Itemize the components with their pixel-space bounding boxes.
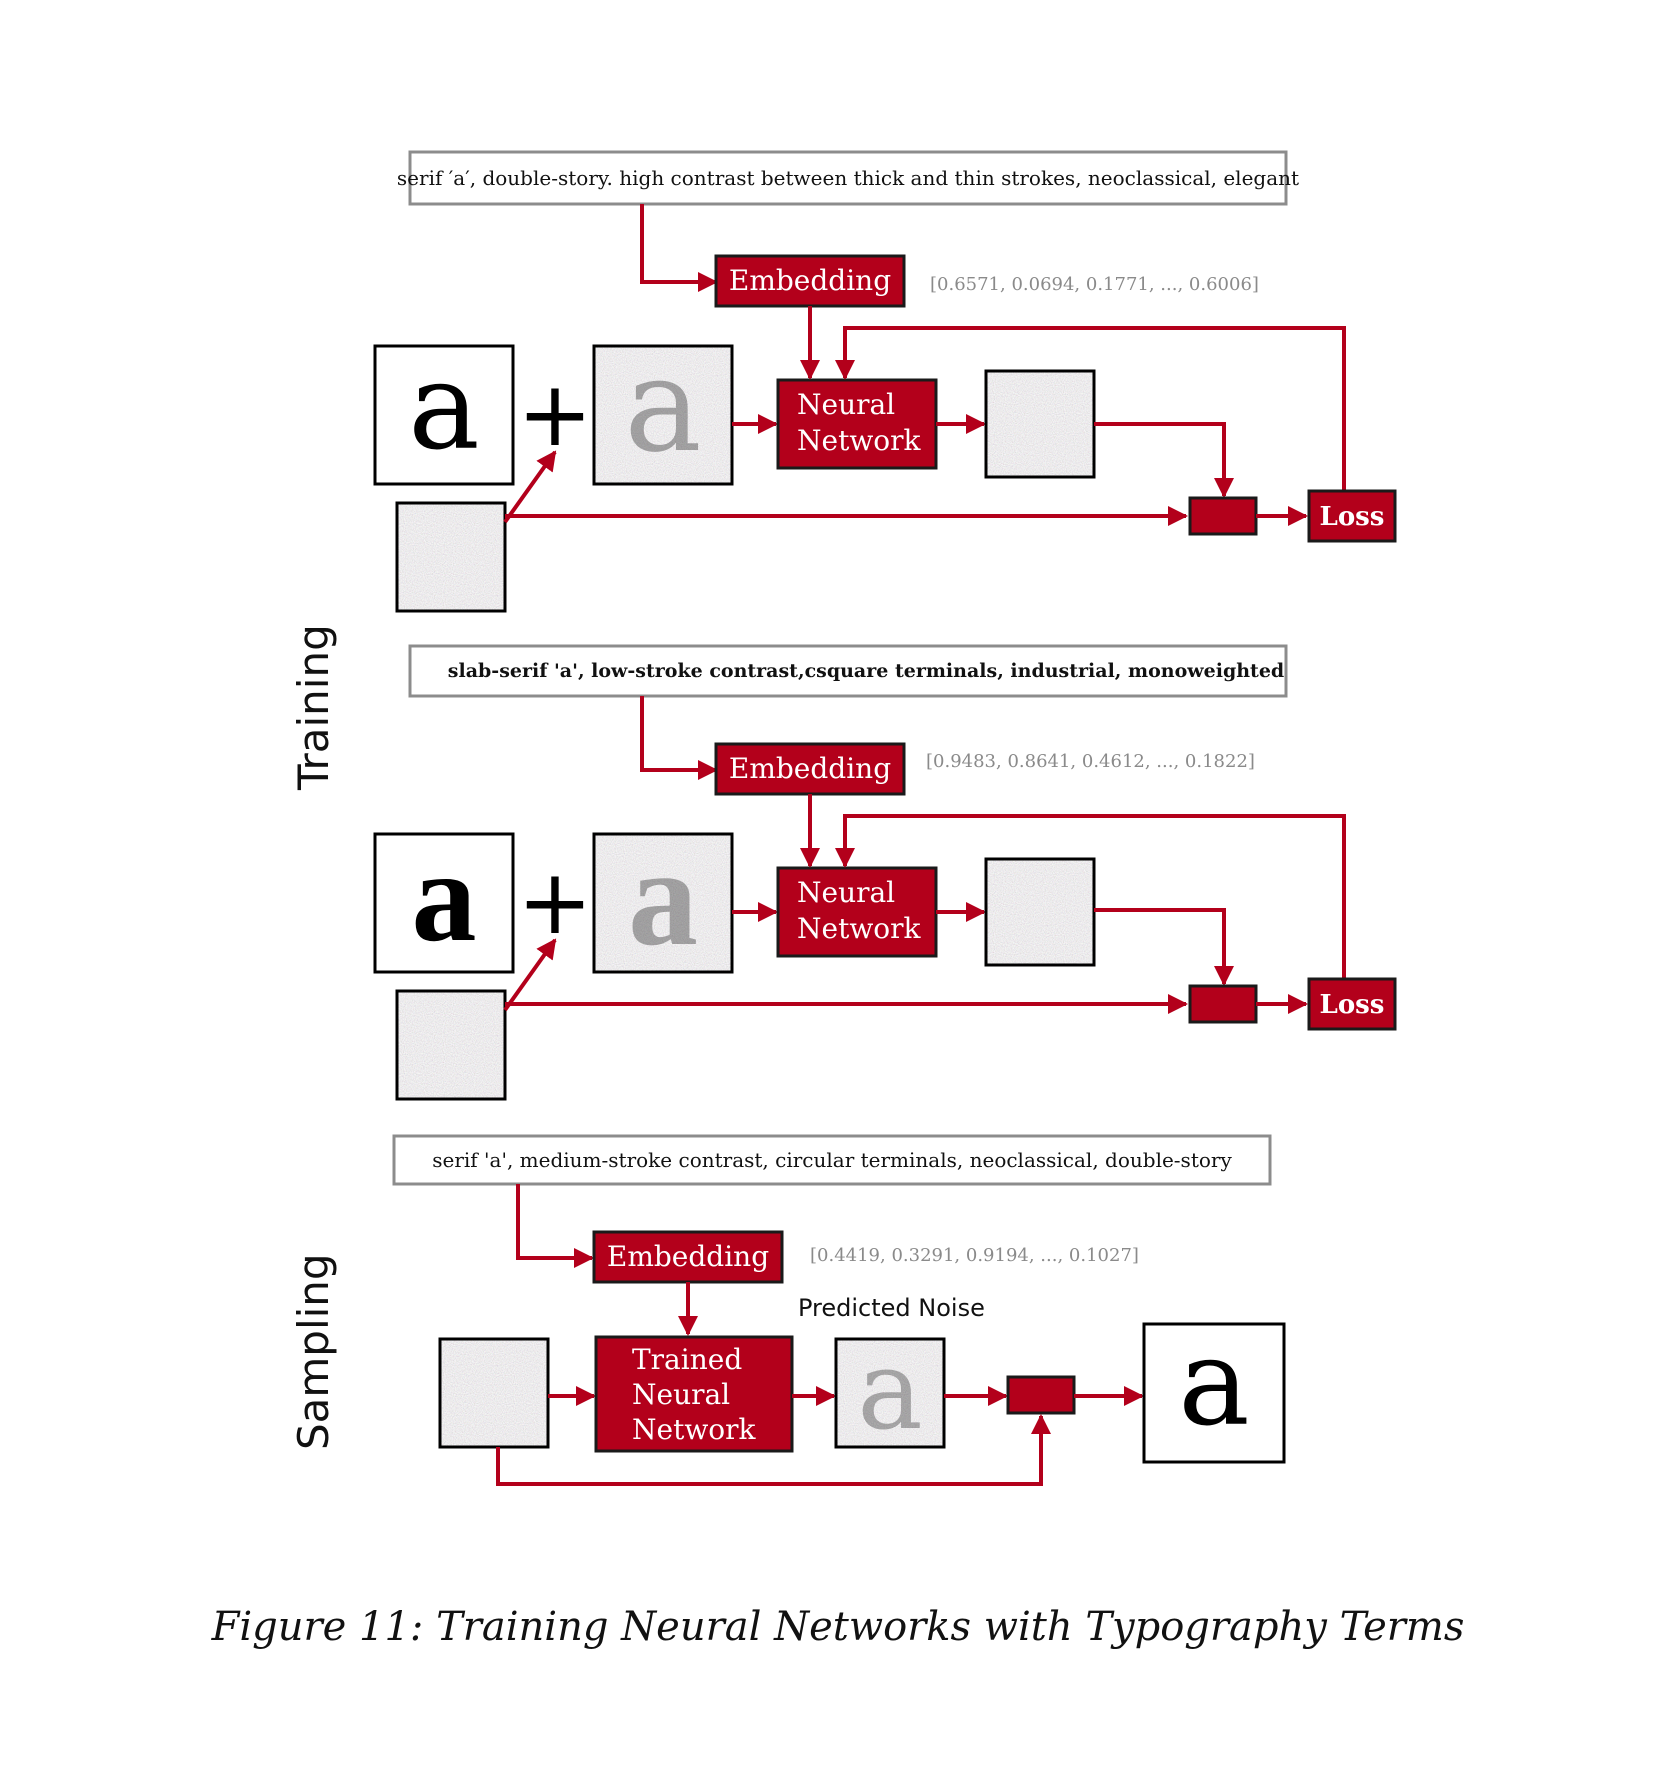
prompt-to-embedding-arrow [640,204,718,292]
prompt-text: serif 'a', medium-stroke contrast, circu… [432,1148,1232,1172]
network-label-line-1: Neural [797,388,895,421]
loss-block [1307,489,1397,543]
clean-glyph: a [408,338,480,477]
embedding-label: Embedding [607,1240,769,1273]
embedding-vector: [0.4419, 0.3291, 0.9194, ..., 0.1027] [810,1245,1139,1266]
predicted-noise-image [984,857,1096,967]
noisy-glyph: a [624,329,702,481]
loss-feedback-arrow [835,326,1346,491]
trained-network-line-1: Trained [632,1343,742,1376]
network-label-line-1: Neural [797,876,895,909]
noise-bypass-arrow [496,1414,1051,1486]
clean-glyph-image [373,344,515,486]
plus-sign: + [517,362,592,467]
training-phase-label: Training [289,624,338,791]
generated-glyph: a [1178,1314,1250,1453]
prompt-to-embedding-arrow [640,696,718,780]
compare-block [1188,984,1258,1024]
training-row-2: slab-serif 'a', low-stroke contrast,csqu… [373,644,1397,1101]
output-to-compare-arrow [1094,908,1234,986]
trained-network-line-2: Neural [632,1378,730,1411]
figure-caption: Figure 11: Training Neural Networks with… [211,1604,1465,1650]
sampling-row: serif 'a', medium-stroke contrast, circu… [392,1134,1286,1486]
noise-to-plus-arrow [503,450,557,524]
predicted-noise-image [984,369,1096,479]
network-label-line-2: Network [797,424,922,457]
subtract-block [1006,1375,1076,1415]
loss-feedback-arrow [835,814,1346,979]
embedding-block [714,742,906,796]
prompt-text: slab-serif 'a', low-stroke contrast,csqu… [448,660,1284,682]
embedding-vector: [0.6571, 0.0694, 0.1771, ..., 0.6006] [930,274,1259,295]
embedding-vector: [0.9483, 0.8641, 0.4612, ..., 0.1822] [926,751,1255,772]
plus-sign: + [517,850,592,955]
embedding-label: Embedding [729,752,891,785]
trained-network-line-3: Network [632,1413,757,1446]
loss-label: Loss [1320,990,1385,1020]
prompt-box [392,1134,1272,1186]
noisy-glyph-image [592,344,734,486]
prompt-box [408,644,1288,698]
prompt-to-embedding-arrow [516,1184,594,1268]
predicted-noise-glyph: a [857,1326,923,1454]
loss-block [1307,977,1397,1031]
prompt-box [408,150,1288,206]
noisy-glyph: a [628,820,698,975]
sampling-phase-label: Sampling [289,1253,338,1450]
predicted-noise-label: Predicted Noise [798,1294,985,1322]
network-label-line-2: Network [797,912,922,945]
embedding-label: Embedding [729,264,891,297]
output-to-compare-arrow [1094,422,1234,498]
loss-label: Loss [1320,502,1385,532]
clean-glyph: a [412,825,477,969]
training-row-1: serif ′a′, double-story. high contrast b… [373,150,1397,613]
generated-glyph-image [1142,1322,1286,1464]
compare-block [1188,496,1258,536]
noisy-glyph-image [592,832,734,974]
neural-network-block [776,866,938,958]
noise-to-plus-arrow [503,938,557,1012]
noise-sample-image [395,501,507,613]
noise-sample-image [395,989,507,1101]
noise-input-image [438,1337,550,1449]
predicted-noise-image [834,1337,946,1449]
prompt-text: serif ′a′, double-story. high contrast b… [397,166,1299,190]
trained-network-block [594,1335,794,1453]
clean-glyph-image [373,832,515,974]
